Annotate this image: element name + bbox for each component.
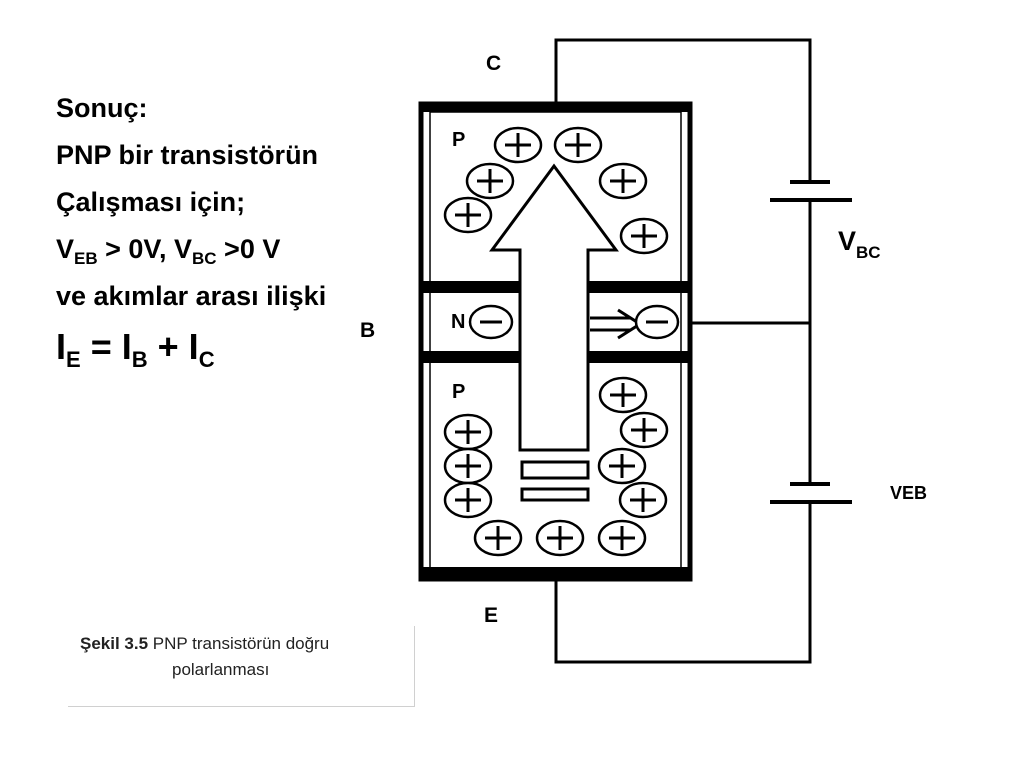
hole-icon <box>443 447 493 485</box>
formula-plus: + <box>147 326 189 367</box>
figure-caption: Şekil 3.5 PNP transistörün doğru polarla… <box>68 626 415 707</box>
ie-i: I <box>56 326 67 367</box>
electron-icon <box>634 304 680 340</box>
formula-equals: = <box>80 326 122 367</box>
conclusion-line-4: ve akımlar arası ilişki <box>56 281 327 311</box>
conclusion-line-2: Çalışması için; <box>56 187 246 217</box>
region-label-top-p: P <box>452 129 465 151</box>
hole-icon <box>443 481 493 519</box>
caption-text-1: PNP transistörün doğru <box>148 634 330 653</box>
hole-icon <box>619 411 669 449</box>
veb-sub: EB <box>74 249 98 268</box>
hole-icon <box>598 162 648 200</box>
current-arrow-icon <box>489 163 619 452</box>
hole-icon <box>465 162 515 200</box>
conclusion-text: Sonuç: PNP bir transistörün Çalışması iç… <box>56 92 376 381</box>
terminal-label-e: E <box>484 604 498 627</box>
hole-icon <box>493 126 543 164</box>
hole-icon <box>473 519 523 557</box>
region-label-bottom-p: P <box>452 381 465 403</box>
vbc-sub: BC <box>191 249 217 268</box>
veb-v: V <box>56 234 75 264</box>
vbc-main: V <box>838 226 856 256</box>
vbc-cond: >0 V <box>216 234 281 264</box>
electron-icon <box>468 304 514 340</box>
veb-cond: > 0V, <box>97 234 174 264</box>
hole-icon <box>598 376 648 414</box>
ib-i: I <box>121 326 132 367</box>
battery-veb <box>770 482 852 504</box>
conclusion-line-1: PNP bir transistörün <box>56 140 319 170</box>
hole-icon <box>535 519 585 557</box>
ib-sub: B <box>131 347 148 372</box>
ie-sub: E <box>66 347 81 372</box>
label-veb: VEB <box>890 483 927 503</box>
ic-i: I <box>188 326 199 367</box>
conclusion-heading: Sonuç: <box>56 93 148 123</box>
terminal-label-c: C <box>486 52 501 75</box>
caption-label: Şekil 3.5 <box>80 634 149 653</box>
hole-icon <box>618 481 668 519</box>
hole-icon <box>597 519 647 557</box>
battery-vbc <box>770 180 852 202</box>
terminal-label-b: B <box>360 319 375 342</box>
circuit-wires <box>554 38 812 664</box>
hole-icon <box>443 196 493 234</box>
ic-sub: C <box>198 347 215 372</box>
holes-bottom-p <box>443 376 669 557</box>
hole-icon <box>553 126 603 164</box>
hole-icon <box>597 447 647 485</box>
vbc-v: V <box>173 234 192 264</box>
caption-line-1: Şekil 3.5 PNP transistörün doğru <box>80 634 329 654</box>
emitter-bar-icon <box>520 487 590 502</box>
emitter-bar-icon <box>520 460 590 480</box>
region-label-n: N <box>451 311 465 333</box>
hole-icon <box>619 217 669 255</box>
electrons-n <box>468 304 680 340</box>
hole-icon <box>443 413 493 451</box>
current-formula: IE = IB + IC <box>56 326 376 371</box>
vbc-sub: BC <box>856 243 881 262</box>
label-vbc: VBC <box>838 226 881 262</box>
caption-line-2: polarlanması <box>172 660 270 679</box>
bias-condition: VEB > 0V, VBC >0 V <box>56 233 376 268</box>
holes-top-p <box>443 126 669 255</box>
